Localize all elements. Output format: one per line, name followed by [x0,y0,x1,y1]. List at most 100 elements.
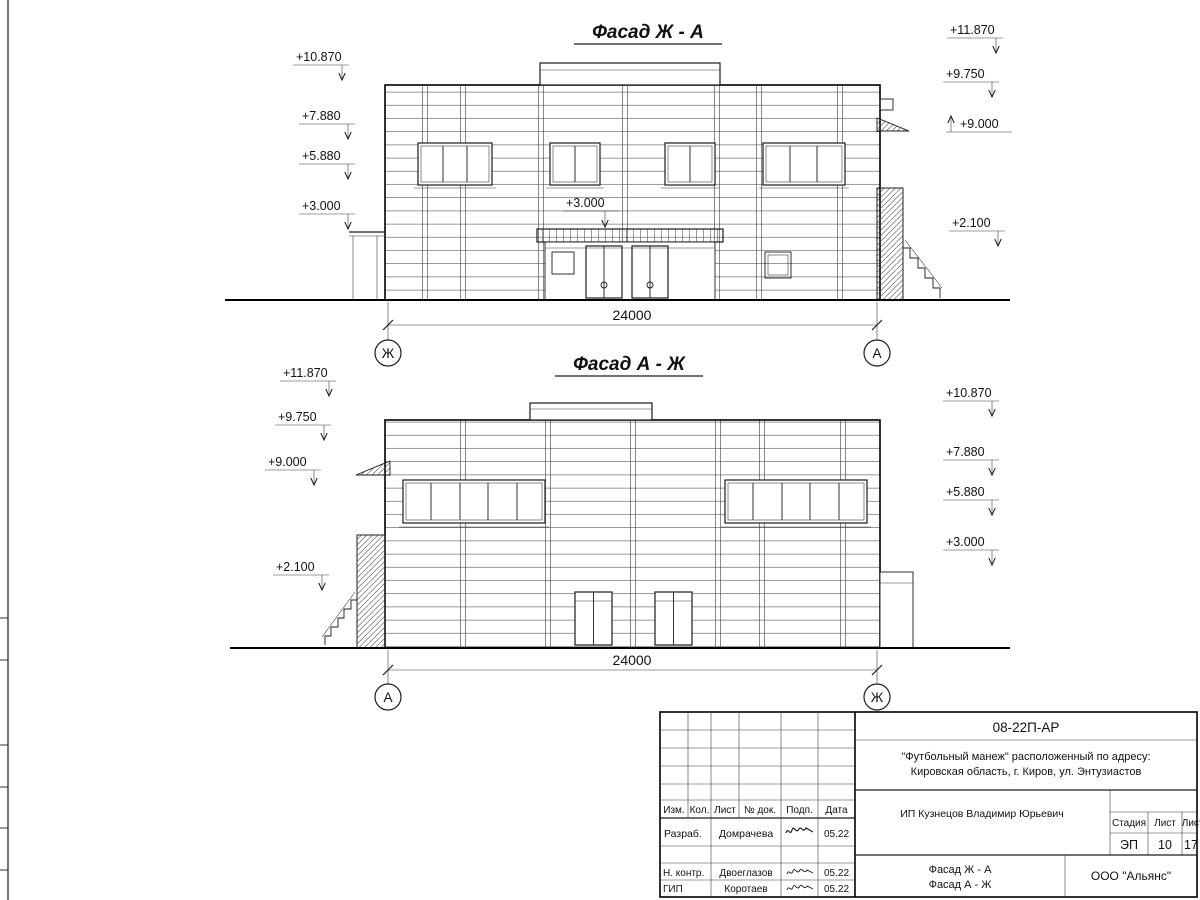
svg-text:Н. контр.: Н. контр. [663,868,704,879]
elevation-mark: +7.880 [299,109,355,141]
side-annex-right [879,571,914,649]
staff-row: Н. контр. Двоеглазов 05.22 [663,868,849,879]
svg-text:Домрачева: Домрачева [719,828,774,840]
ground-window [764,251,792,279]
dimension-top: 24000 Ж А [374,302,891,367]
svg-text:+9.000: +9.000 [960,117,999,131]
exterior-stair-right [876,98,943,301]
elevation-mark: +2.100 [273,560,329,592]
elevation-mark: +9.000 [946,114,1012,133]
client-name: ИП Кузнецов Владимир Юрьевич [900,808,1064,820]
axis-letter: А [383,690,392,705]
svg-text:+9.750: +9.750 [278,410,317,424]
svg-text:ГИП: ГИП [663,884,683,895]
svg-text:+3.000: +3.000 [302,199,341,213]
sheets-value: 17 [1184,838,1198,852]
axis-bubble [374,339,402,367]
elevation-mark-center: +3.000 [563,196,619,229]
svg-text:+3.000: +3.000 [566,196,605,210]
svg-text:+3.000: +3.000 [946,535,985,549]
project-name-line1: "Футбольный манеж" расположенный по адре… [901,751,1150,763]
dimension-value: 24000 [613,652,652,668]
window [546,142,604,189]
sheet-label: Лист [1154,818,1176,829]
svg-text:05.22: 05.22 [824,829,849,840]
dimension-bottom: 24000 А Ж [374,650,891,711]
window [661,142,719,189]
signature [786,884,814,891]
elevation-mark: +10.870 [943,386,999,418]
exterior-stair-left [321,460,391,649]
svg-text:+7.880: +7.880 [946,445,985,459]
svg-text:+10.870: +10.870 [946,386,992,400]
facade-bottom: Фасад А - Ж [230,354,1010,711]
facade-bottom-title: Фасад А - Ж [573,354,686,375]
svg-text:Двоеглазов: Двоеглазов [719,868,772,879]
ribbon-window [721,479,871,528]
sheets-label: Листов [1182,818,1200,829]
facade-bottom-building [321,402,914,649]
title-block: Изм. Кол. Лист № док. Подп. Дата Разраб.… [659,711,1200,898]
svg-text:№ док.: № док. [744,805,776,816]
axis-letter: Ж [382,346,395,361]
elevation-mark: +11.870 [280,366,336,398]
signature [786,868,814,875]
svg-text:+7.880: +7.880 [302,109,341,123]
svg-text:+11.870: +11.870 [283,366,328,380]
door [574,591,613,646]
svg-text:+9.750: +9.750 [946,67,985,81]
svg-text:+5.880: +5.880 [946,485,985,499]
svg-text:+5.880: +5.880 [302,149,341,163]
title-block-info: 08-22П-АР "Футбольный манеж" расположенн… [855,720,1200,897]
elevation-mark: +3.000 [299,199,355,231]
elevation-mark: +2.100 [949,216,1005,248]
door [654,591,693,646]
sheet-name-line1: Фасад Ж - А [929,864,993,876]
svg-text:Разраб.: Разраб. [664,828,702,840]
elevation-mark: +3.000 [943,535,999,567]
axis-bubble [863,339,891,367]
staff-row: ГИП Коротаев 05.22 [663,884,849,895]
window [414,142,496,189]
stage-label: Стадия [1112,818,1146,829]
elevation-mark: +10.870 [293,50,349,82]
svg-text:Подп.: Подп. [786,805,813,816]
svg-text:+10.870: +10.870 [296,50,342,64]
elevation-marks-top-right: +11.870 +9.750 +9.000 +2.100 [943,23,1012,248]
stage-value: ЭП [1120,838,1138,852]
title-block-columns: Изм. Кол. Лист № док. Подп. Дата [663,805,848,816]
svg-text:+9.000: +9.000 [268,455,307,469]
elevation-mark: +9.750 [943,67,999,99]
elevation-mark: +7.880 [943,445,999,477]
axis-bubble [863,683,891,711]
side-canopy-left [349,231,385,300]
project-name-line2: Кировская область, г. Киров, ул. Энтузиа… [911,766,1142,778]
svg-text:05.22: 05.22 [824,868,849,879]
elevation-mark: +9.000 [265,455,321,487]
facade-top-building [349,62,943,301]
svg-text:+2.100: +2.100 [276,560,315,574]
axis-letter: Ж [871,690,884,705]
company-name: ООО "Альянс" [1091,869,1171,883]
ribbon-window [399,479,549,528]
elevation-mark: +9.750 [275,410,331,442]
document-code: 08-22П-АР [993,720,1060,735]
staff-row: Разраб. Домрачева 05.22 [664,827,849,840]
sheet-name-line2: Фасад А - Ж [929,879,992,891]
svg-text:Лист: Лист [714,805,736,816]
elevation-marks-bottom-right: +10.870 +7.880 +5.880 +3.000 [943,386,999,567]
title-block-grid [660,712,855,897]
svg-text:05.22: 05.22 [824,884,849,895]
svg-text:Кол.: Кол. [690,805,710,816]
sheet-frame [0,0,9,900]
svg-text:Изм.: Изм. [663,805,684,816]
window [759,142,849,189]
elevation-marks-top-left: +10.870 +7.880 +5.880 +3.000 [293,50,355,231]
facade-top-title: Фасад Ж - А [592,22,704,43]
svg-text:+2.100: +2.100 [952,216,991,230]
elevation-mark: +5.880 [943,485,999,517]
axis-letter: А [872,346,881,361]
signature [785,827,814,834]
